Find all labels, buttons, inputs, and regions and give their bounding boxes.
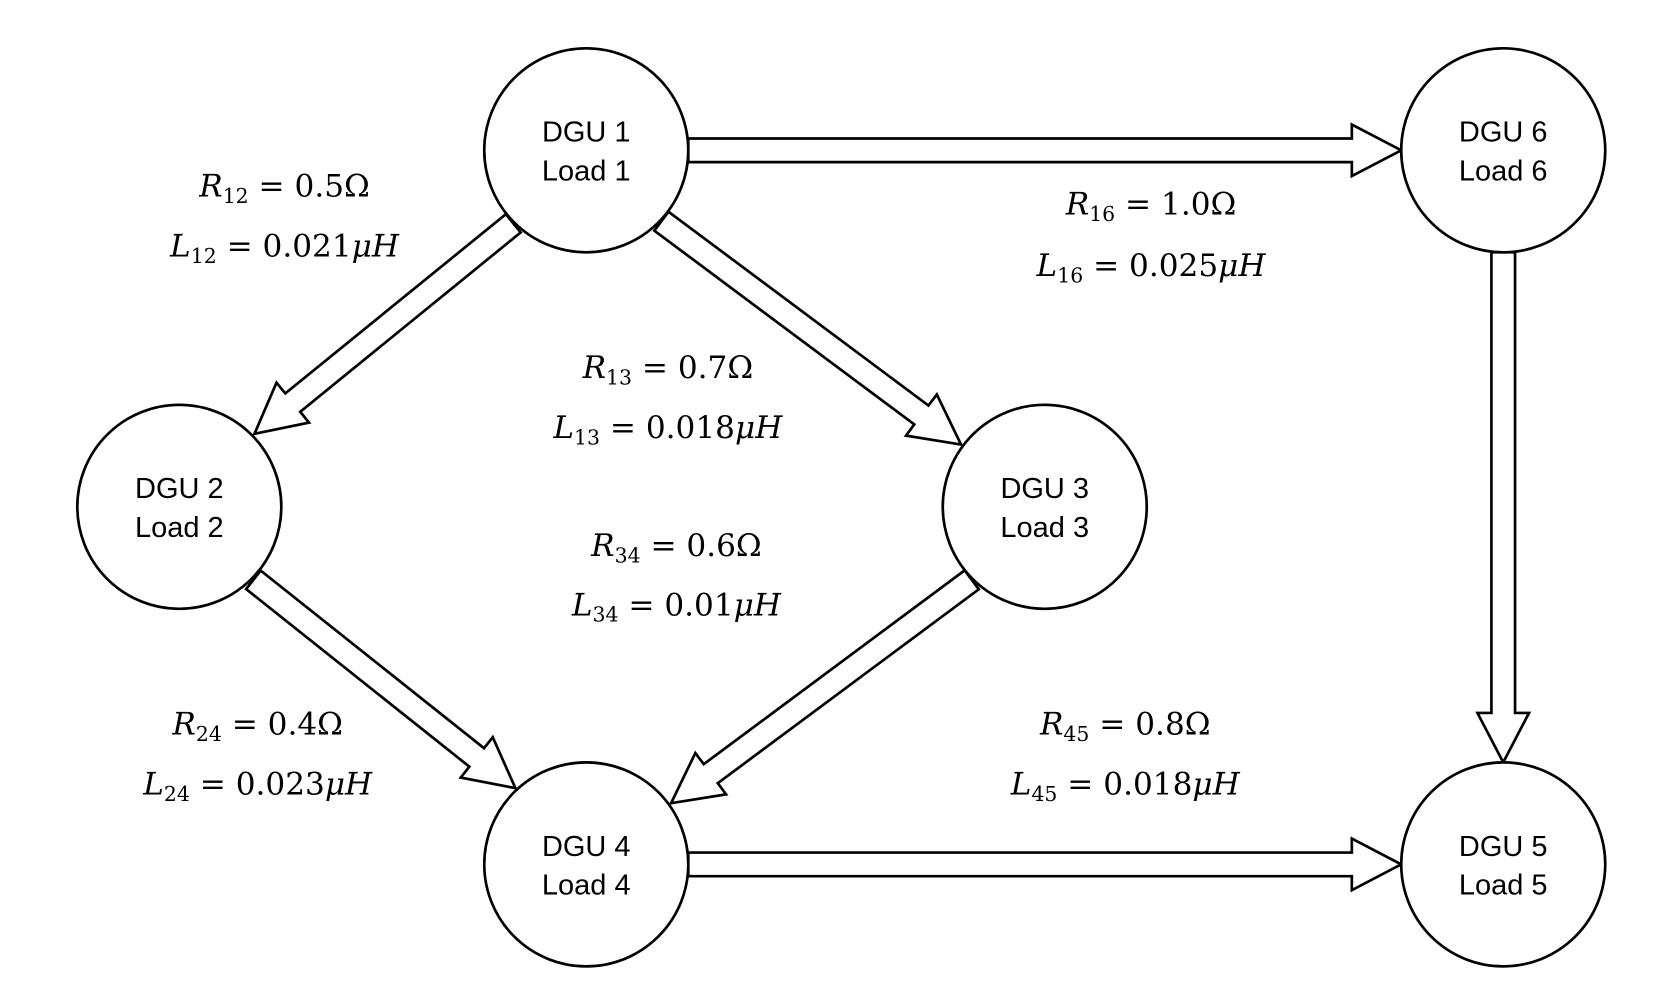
node-unit-label: DGU 5 [1459,831,1548,863]
arrow-n4-to-n5 [686,836,1405,893]
arrow-n1-to-n6 [686,122,1405,179]
resistance-label: R34 = 0.6Ω [590,528,762,567]
node-unit-label: DGU 2 [135,473,224,505]
inductance-label: L45 = 0.018μH [1010,767,1241,806]
node-circle [1399,761,1607,968]
node-unit-label: DGU 1 [542,117,631,149]
node-unit-label: DGU 6 [1459,117,1548,149]
arrow-n2-to-n4 [244,568,518,790]
node-n4: DGU 4 Load 4 [482,761,690,968]
resistance-label: R16 = 1.0Ω [1065,187,1237,226]
node-circle [482,761,690,968]
resistance-label: R24 = 0.4Ω [171,706,343,745]
edge-label-16: R16 = 1.0Ω L16 = 0.025μH [1036,187,1267,288]
arrow-n6-to-n5 [1475,250,1532,766]
inductance-label: L34 = 0.01μH [571,587,782,626]
edge-label-45: R45 = 0.8Ω L45 = 0.018μH [1010,706,1241,806]
inductance-label: L12 = 0.021μH [169,229,400,268]
node-n6: DGU 6 Load 6 [1399,46,1607,254]
resistance-label: R13 = 0.7Ω [582,350,754,389]
node-load-label: Load 3 [1000,512,1089,544]
node-unit-label: DGU 3 [1000,473,1089,505]
node-n3: DGU 3 Load 3 [941,403,1149,611]
arrow-n1-to-n3 [652,209,964,447]
node-circle [482,46,690,254]
inductance-label: L24 = 0.023μH [142,767,373,806]
node-n2: DGU 2 Load 2 [75,403,283,611]
node-load-label: Load 1 [542,155,631,187]
node-n5: DGU 5 Load 5 [1399,761,1607,968]
node-load-label: Load 5 [1459,869,1548,901]
edge-label-12: R12 = 0.5Ω L12 = 0.021μH [169,168,400,268]
diagram-scaled-group: DGU 1 Load 1 DGU 2 Load 2 DGU 3 Load 3 DGU 4 Lo… [75,46,1607,968]
arrow-n1-to-n2 [252,212,523,436]
node-circle [1399,46,1607,254]
node-n1: DGU 1 Load 1 [482,46,690,254]
node-load-label: Load 6 [1459,155,1548,187]
inductance-label: L13 = 0.018μH [552,410,783,449]
edge-label-34: R34 = 0.6Ω L34 = 0.01μH [571,528,782,626]
node-unit-label: DGU 4 [542,831,631,863]
node-load-label: Load 4 [542,869,631,901]
edge-label-13: R13 = 0.7Ω L13 = 0.018μH [552,350,783,450]
edge-label-24: R24 = 0.4Ω L24 = 0.023μH [142,706,373,806]
arrow-n3-to-n4 [668,568,981,805]
resistance-label: R12 = 0.5Ω [198,168,370,207]
inductance-label: L16 = 0.025μH [1036,248,1267,287]
node-circle [941,403,1149,611]
resistance-label: R45 = 0.8Ω [1039,706,1211,745]
node-load-label: Load 2 [135,512,224,544]
node-circle [75,403,283,611]
